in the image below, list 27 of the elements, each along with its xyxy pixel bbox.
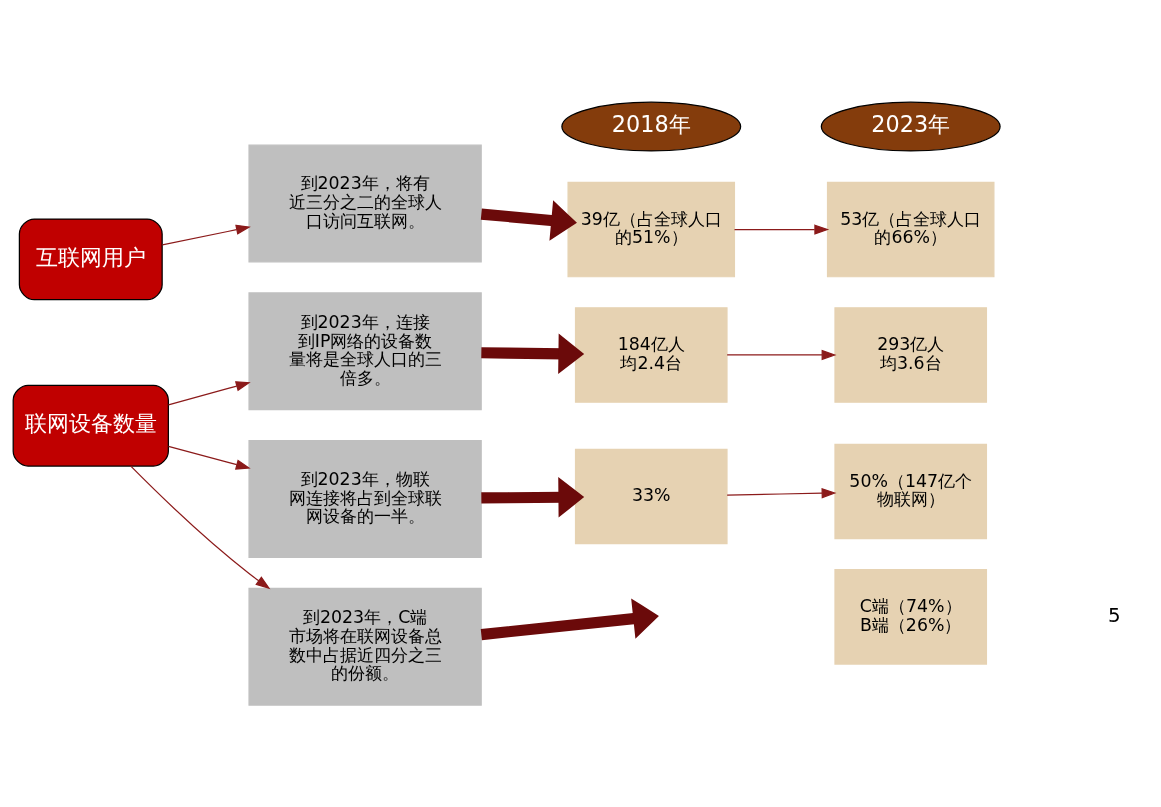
node-box: 到2023年，C端市场将在联网设备总数中占据近四分之三的份额。	[248, 587, 482, 706]
arrow	[733, 224, 830, 235]
arrow	[481, 333, 585, 375]
node-ellipse: 2023年	[820, 101, 1001, 152]
node-box: 53亿（占全球人口的66%）	[826, 181, 995, 278]
node-box: 33%	[574, 448, 728, 545]
arrow	[480, 598, 659, 641]
node-ellipse: 2018年	[561, 101, 742, 152]
arrow	[726, 488, 837, 499]
arrow	[481, 476, 585, 518]
node-box: 互联网用户	[18, 218, 163, 301]
arrow	[161, 224, 251, 246]
arrow	[167, 445, 251, 470]
arrow	[167, 381, 251, 406]
arrow	[726, 349, 837, 361]
node-box: C端（74%）B端（26%）	[834, 569, 988, 665]
node-box: 到2023年，物联网连接将占到全球联网设备的一半。	[248, 440, 482, 558]
node-box: 到2023年，连接到IP网络的设备数量将是全球人口的三倍多。	[248, 292, 482, 411]
node-box: 联网设备数量	[12, 384, 169, 467]
label: 5	[1107, 603, 1121, 627]
node-box: 184亿人均2.4台	[574, 307, 728, 403]
node-box: 293亿人均3.6台	[834, 307, 988, 403]
node-box: 39亿（占全球人口的51%）	[567, 181, 736, 278]
arrow	[130, 465, 271, 590]
node-box: 到2023年，将有近三分之二的全球人口访问互联网。	[248, 144, 482, 263]
arrow	[480, 200, 577, 241]
node-box: 50%（147亿个物联网）	[834, 443, 988, 540]
